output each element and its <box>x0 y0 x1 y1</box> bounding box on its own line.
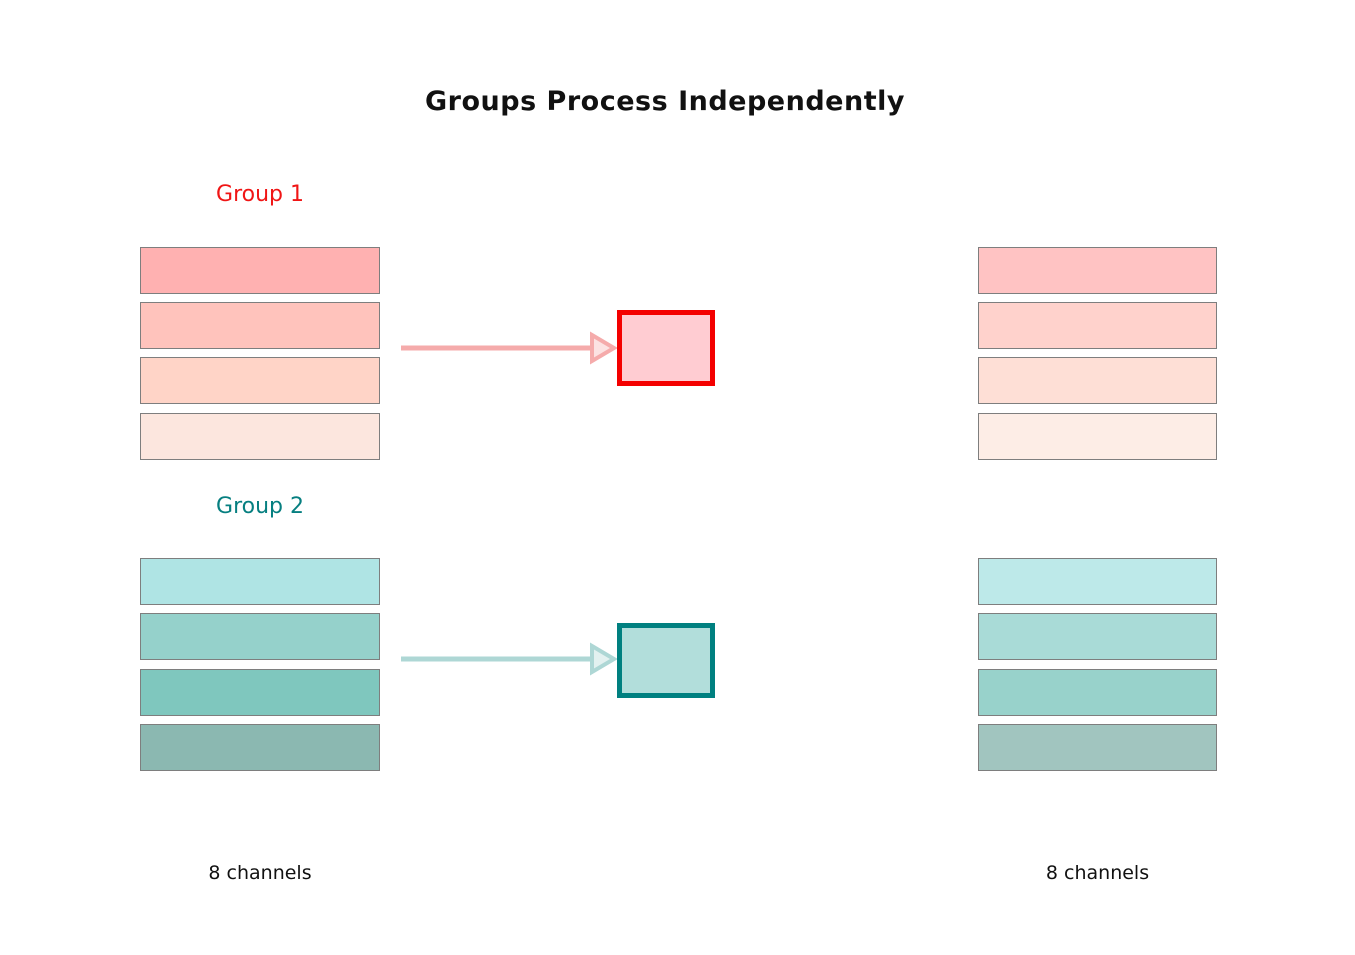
group2-input-channel-bar <box>140 669 380 716</box>
group2-arrow <box>401 642 618 676</box>
group1-output-channel-bar <box>978 302 1217 349</box>
group1-input-channel-bar <box>140 357 380 404</box>
left-channels-count-label: 8 channels <box>208 862 312 884</box>
group1-input-channel-bar <box>140 413 380 460</box>
group1-label: Group 1 <box>216 182 304 207</box>
group1-output-channel-bar <box>978 357 1217 404</box>
group2-output-channel-bar <box>978 669 1217 716</box>
group1-input-channel-bar <box>140 247 380 294</box>
group1-input-channel-bar <box>140 302 380 349</box>
diagram-title: Groups Process Independently <box>425 86 905 117</box>
group2-input-channel-bar <box>140 724 380 771</box>
group2-output-channel-bar <box>978 613 1217 660</box>
group2-kernel-box <box>617 623 715 698</box>
group1-arrow <box>401 331 618 365</box>
group2-output-channel-bar <box>978 724 1217 771</box>
right-channels-count-label: 8 channels <box>1045 862 1150 884</box>
group1-arrowhead-icon <box>590 331 618 365</box>
group1-output-channel-bar <box>978 247 1217 294</box>
group2-arrowhead-icon <box>590 642 618 676</box>
group2-input-channel-bar <box>140 558 380 605</box>
group2-input-channel-bar <box>140 613 380 660</box>
group2-output-channel-bar <box>978 558 1217 605</box>
group1-kernel-box <box>617 310 715 386</box>
group2-label: Group 2 <box>216 494 304 519</box>
group1-output-channel-bar <box>978 413 1217 460</box>
